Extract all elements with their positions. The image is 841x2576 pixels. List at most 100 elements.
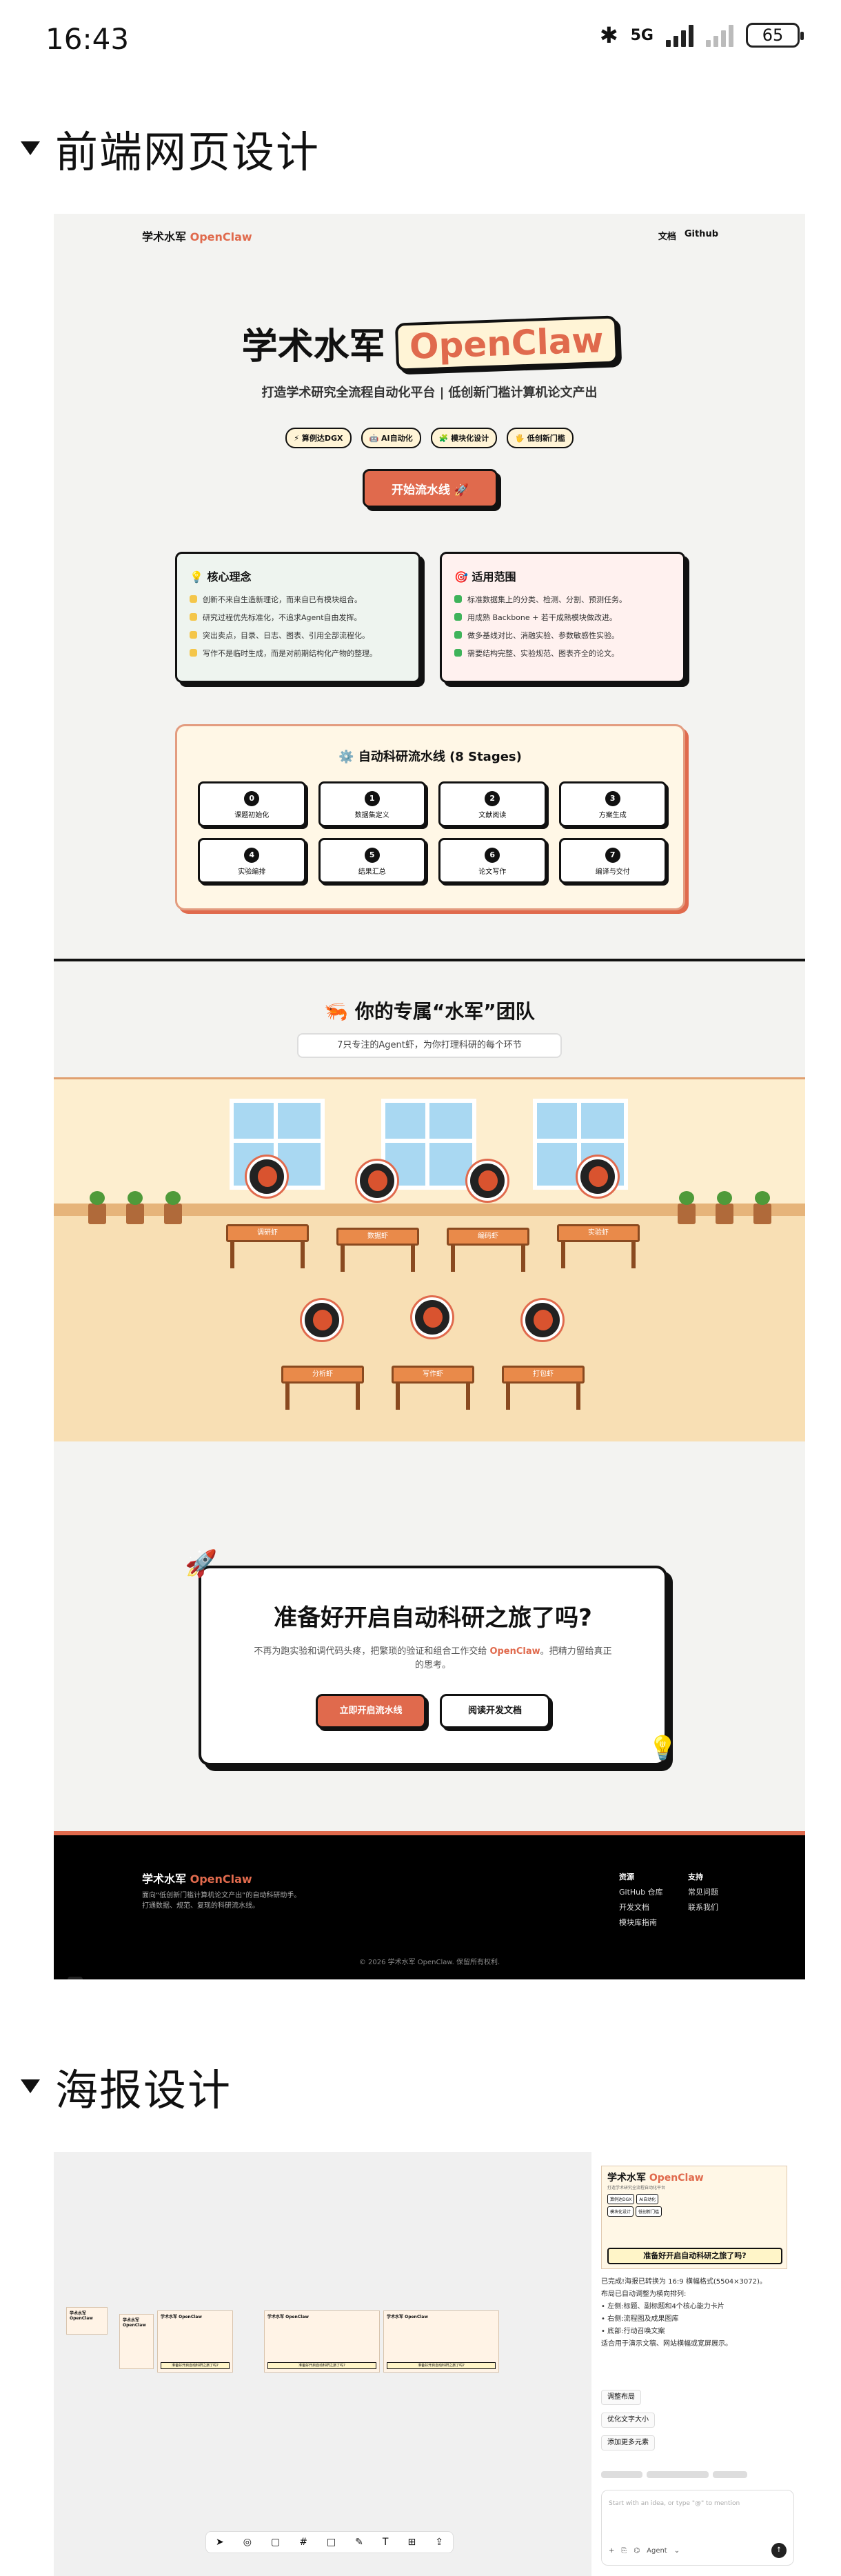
agent-avatar[interactable] <box>523 1300 563 1340</box>
rectangle-tool-icon[interactable]: □ <box>326 2537 336 2548</box>
agent-avatar[interactable] <box>412 1297 452 1337</box>
start-pipeline-button[interactable]: 开始流水线 🚀 <box>363 469 498 508</box>
send-icon[interactable]: ↑ <box>771 2543 787 2558</box>
battery-icon: 65 <box>746 23 804 48</box>
stage-number: 7 <box>605 848 620 863</box>
text-tool-icon[interactable]: T <box>382 2537 389 2548</box>
nav-link-github[interactable]: Github <box>684 229 718 239</box>
section-title: 前端网页设计 <box>55 127 321 177</box>
shape-tool-icon[interactable]: ▢ <box>270 2537 281 2548</box>
attach-icon[interactable]: ⎘ <box>621 2546 627 2555</box>
plant-icon <box>753 1191 771 1224</box>
list-item: 需要结构完整、实验规范、图表齐全的论文。 <box>454 648 671 659</box>
footer-link-faq[interactable]: 常见问题 <box>688 1888 718 1897</box>
poster-thumbnail[interactable]: 学术水军 OpenClaw <box>66 2307 108 2335</box>
desk-label: 调研虾 <box>226 1224 309 1242</box>
hero-title-highlight: OpenClaw <box>394 314 618 372</box>
message-line: • 底部:行动召唤文案 <box>601 2328 665 2335</box>
chat-input[interactable]: Start with an idea, or type "@" to menti… <box>601 2490 794 2566</box>
collapse-triangle-icon[interactable] <box>21 2079 40 2093</box>
webpage-preview: 学术水军 OpenClaw 文档 Github 学术水军 OpenClaw 打造… <box>54 214 805 1979</box>
footer-link-contact[interactable]: 联系我们 <box>688 1903 718 1912</box>
desk-label: 分析虾 <box>281 1366 364 1384</box>
agent-avatar[interactable] <box>302 1300 342 1340</box>
team-title: 🦐 你的专属“水军”团队 <box>324 1000 535 1023</box>
start-pipeline-cta-button[interactable]: 立即开启流水线 <box>316 1694 426 1728</box>
stage-number: 5 <box>364 848 380 863</box>
stage-number: 4 <box>244 848 260 863</box>
hero-title: 学术水军 <box>241 326 385 368</box>
poster-preview-card[interactable]: 学术水军 OpenClaw 打造学术研究全流程自动化平台 算例达DGX AI自动… <box>601 2166 787 2269</box>
wall-ledge <box>54 1204 805 1216</box>
pen-tool-icon[interactable]: ✎ <box>355 2537 363 2548</box>
list-item: 做多基线对比、消融实验、参数敏感性实验。 <box>454 630 671 641</box>
agent-avatar[interactable] <box>578 1157 618 1197</box>
suggestion-chip[interactable]: 添加更多元素 <box>601 2435 655 2450</box>
pill: 🧩 模块化设计 <box>430 428 498 448</box>
message-line: • 左侧:标题、副标题和4个核心能力卡片 <box>601 2303 725 2310</box>
collapse-triangle-icon[interactable] <box>21 141 40 155</box>
suggestion-chip[interactable]: 调整布局 <box>601 2390 641 2405</box>
section-frontend-header[interactable]: 前端网页设计 <box>21 117 320 179</box>
agent-avatar[interactable] <box>357 1161 397 1201</box>
footer-column-resources: 资源 GitHub 仓库 开发文档 模块库指南 <box>619 1870 663 1930</box>
plant-icon <box>164 1191 182 1224</box>
office-illustration: 调研虾 数据虾 编码虾 实验虾 分析虾 写作虾 打包虾 <box>54 1077 805 1441</box>
feature-pills: ⚡ 算例达DGX 🤖 AI自动化 🧩 模块化设计 🖐 低创新门槛 <box>54 428 805 448</box>
footer-link-modules[interactable]: 模块库指南 <box>619 1918 657 1927</box>
cta-description: 不再为跑实验和调代码头疼，把繁琐的验证和组合工作交给 OpenClaw。把精力留… <box>254 1646 612 1670</box>
frame-tool-icon[interactable]: ◎ <box>243 2537 252 2548</box>
lightbulb-icon: 💡 <box>648 1735 678 1762</box>
suggestion-chip[interactable]: 优化文字大小 <box>601 2413 655 2428</box>
section-poster-header[interactable]: 海报设计 <box>21 2055 232 2117</box>
status-icons: ✱ 5G 65 <box>600 22 804 48</box>
poster-subtitle: 打造学术研究全流程自动化平台 <box>607 2186 666 2190</box>
agent-avatar[interactable] <box>247 1157 287 1197</box>
assistant-message: 已完成!海报已转换为 16:9 横幅格式(5504×3072)。 布局已自动调整… <box>601 2276 794 2350</box>
footer-link-docs[interactable]: 开发文档 <box>619 1903 649 1912</box>
poster-chip: 模块化设计 <box>607 2206 634 2217</box>
agent-selector[interactable]: Agent <box>647 2546 667 2555</box>
chevron-down-icon[interactable]: ⌄ <box>673 2546 680 2555</box>
desk: 分析虾 <box>281 1366 364 1410</box>
design-canvas[interactable]: 学术水军 OpenClaw 学术水军 OpenClaw 学术水军 OpenCla… <box>54 2152 591 2576</box>
hero: 学术水军 OpenClaw 打造学术研究全流程自动化平台 | 低创新门槛计算机论… <box>54 314 805 508</box>
stage-number: 3 <box>605 791 620 806</box>
stage-label: 论文写作 <box>478 868 507 876</box>
plant-icon <box>716 1191 733 1224</box>
stage-label: 数据集定义 <box>354 812 389 819</box>
battery-level: 65 <box>762 26 784 45</box>
message-line: 已完成!海报已转换为 16:9 横幅格式(5504×3072)。 <box>601 2278 767 2286</box>
agent-avatar[interactable] <box>467 1161 507 1201</box>
read-docs-button[interactable]: 阅读开发文档 <box>440 1694 550 1728</box>
footer-copyright: © 2026 学术水军 OpenClaw. 保留所有权利. <box>358 1959 500 1966</box>
desk-label: 打包虾 <box>502 1366 585 1384</box>
image-tool-icon[interactable]: ⊞ <box>407 2537 416 2548</box>
footer-heading: 资源 <box>619 1873 634 1881</box>
footer-column-support: 支持 常见问题 联系我们 <box>688 1870 718 1915</box>
grid-tool-icon[interactable]: # <box>299 2537 307 2548</box>
canvas-toolbar: ➤ ◎ ▢ # □ ✎ T ⊞ ⇪ <box>205 2531 454 2553</box>
footer-link-github[interactable]: GitHub 仓库 <box>619 1888 663 1897</box>
add-icon[interactable]: + <box>609 2546 615 2555</box>
nav-link-docs[interactable]: 文档 <box>658 232 676 242</box>
n-badge-icon[interactable]: N <box>68 1977 83 1979</box>
poster-thumbnail[interactable]: 学术水军 OpenClaw <box>119 2314 154 2369</box>
stage-number: 0 <box>244 791 260 806</box>
nav-brand[interactable]: 学术水军 OpenClaw <box>142 230 252 243</box>
select-tool-icon[interactable]: ➤ <box>216 2537 224 2548</box>
export-tool-icon[interactable]: ⇪ <box>435 2537 443 2548</box>
section-title: 海报设计 <box>55 2065 232 2115</box>
stage-number: 2 <box>485 791 500 806</box>
